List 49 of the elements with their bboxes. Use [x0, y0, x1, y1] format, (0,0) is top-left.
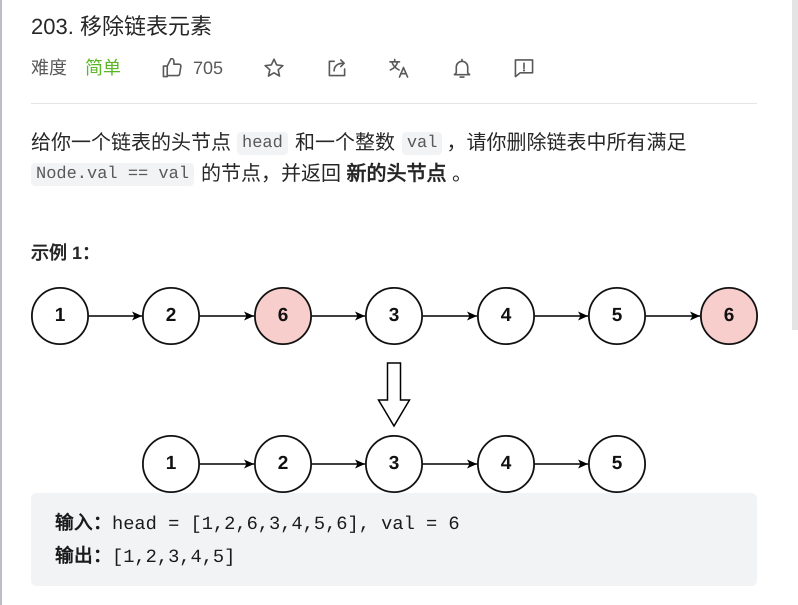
- like-count: 705: [193, 57, 224, 79]
- list-node-circle: [477, 435, 535, 493]
- list-node-circle: [477, 287, 535, 345]
- arrow: [423, 312, 477, 320]
- list-node-circle: [365, 287, 423, 345]
- list-node-circle: [254, 435, 312, 493]
- list-node-circle: [31, 287, 89, 345]
- description-text: 给你一个链表的头节点: [31, 131, 231, 155]
- node-value: 2: [278, 454, 288, 474]
- arrow: [646, 312, 700, 320]
- list-node-circle: [142, 435, 200, 493]
- example-io-text: 输入：head = [1,2,6,3,4,5,6], val = 6: [55, 512, 460, 536]
- list-node-circle: [588, 287, 646, 345]
- arrow: [200, 312, 254, 320]
- arrow: [312, 460, 365, 468]
- example-heading: 示例 1：: [31, 242, 100, 264]
- arrow: [312, 312, 365, 320]
- node-value: 6: [724, 306, 734, 326]
- difficulty-label: 难度: [31, 57, 67, 79]
- inline-code: head: [237, 132, 288, 154]
- example-io-text: 输出：[1,2,3,4,5]: [55, 545, 236, 569]
- block-arrow: [377, 362, 411, 428]
- node-value: 4: [500, 454, 512, 474]
- arrow: [535, 312, 588, 320]
- arrow: [200, 460, 254, 468]
- node-value: 3: [388, 306, 400, 326]
- list-node-circle: [142, 287, 200, 345]
- node-value: 2: [166, 306, 176, 326]
- node-value: 1: [54, 306, 66, 326]
- description-text: 和一个整数: [294, 131, 395, 155]
- list-node-circle: [254, 287, 312, 345]
- arrow: [423, 460, 477, 468]
- description-text: ，请你删除链表中所有满足: [446, 131, 686, 155]
- description-text: 的节点，并返回 新的头节点 。: [201, 162, 472, 186]
- list-node-circle: [588, 435, 646, 493]
- arrow: [89, 312, 142, 320]
- list-node-circle: [700, 287, 758, 345]
- difficulty-level: 简单: [85, 57, 121, 79]
- arrow: [535, 460, 588, 468]
- problem-title: 203. 移除链表元素: [31, 13, 212, 41]
- node-value: 5: [612, 306, 622, 326]
- inline-code: val: [402, 132, 442, 154]
- inline-code: Node.val == val: [31, 162, 194, 186]
- node-value: 5: [612, 454, 622, 474]
- node-value: 4: [500, 306, 512, 326]
- node-value: 3: [388, 454, 400, 474]
- node-value: 6: [278, 306, 288, 326]
- node-value: 1: [166, 454, 176, 474]
- list-node-circle: [365, 435, 423, 493]
